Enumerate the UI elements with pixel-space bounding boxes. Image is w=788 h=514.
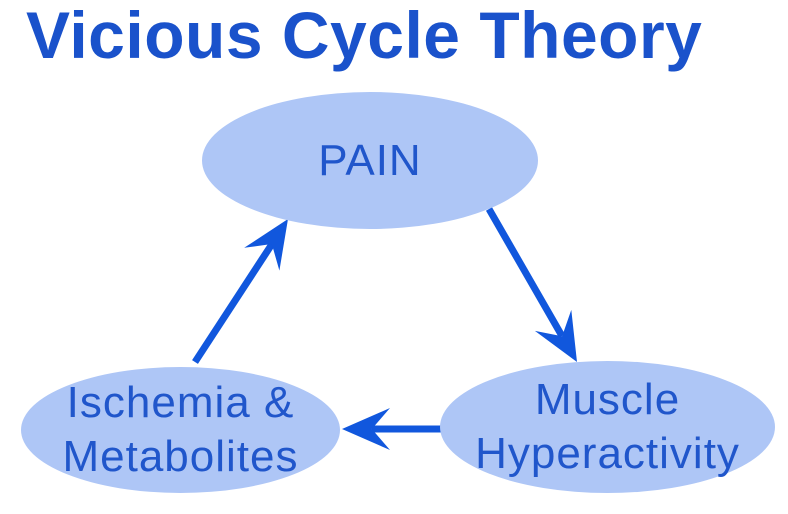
label-line-1: Ischemia & [66,378,295,428]
node-muscle-hyperactivity-label: Muscle Hyperactivity [475,373,740,480]
arrow-shaft [192,242,275,364]
arrowhead-icon [342,408,390,450]
label-line-2: Hyperactivity [475,429,740,478]
arrow-muscle-hyperactivity-to-ischemia [342,408,441,450]
node-ischemia-metabolites-label: Ischemia & Metabolites [62,376,298,483]
node-ischemia-metabolites: Ischemia & Metabolites [21,367,340,493]
node-pain-label: PAIN [318,135,422,185]
arrow-ischemia-to-pain [192,219,288,364]
label-line-2: Metabolites [62,432,299,481]
diagram-title: Vicious Cycle Theory [26,0,703,72]
arrowhead-icon [534,309,577,362]
arrowhead-icon [244,219,288,271]
node-pain: PAIN [202,92,538,229]
arrow-pain-to-muscle-hyperactivity [485,207,577,362]
arrow-shaft [485,207,566,338]
label-line-1: Muscle [534,375,681,425]
node-muscle-hyperactivity: Muscle Hyperactivity [440,361,775,493]
